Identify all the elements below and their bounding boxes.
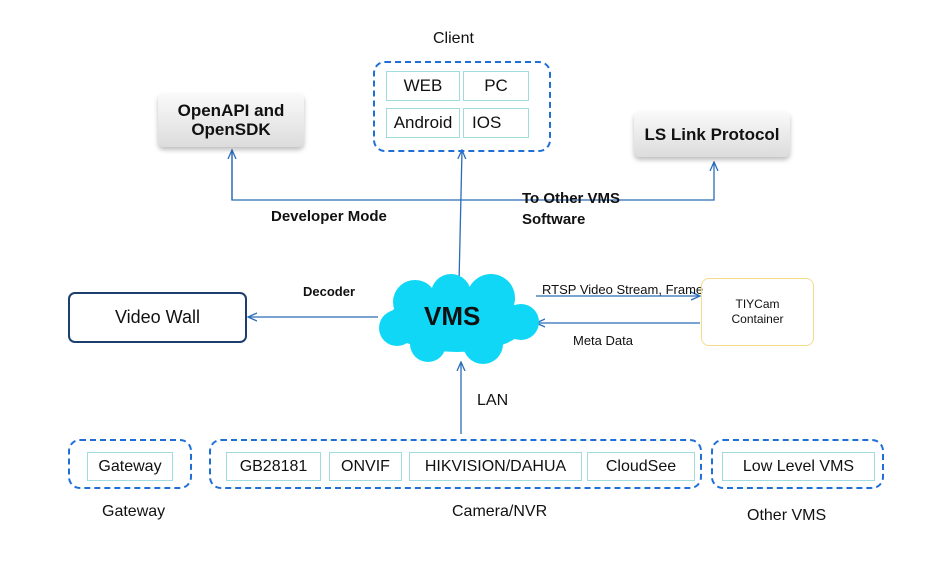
vms-to-client-arrow xyxy=(459,150,462,284)
client-pc: PC xyxy=(463,71,529,101)
vms-cloud xyxy=(379,274,539,364)
gateway-caption: Gateway xyxy=(102,503,166,520)
developer-mode-line xyxy=(231,150,714,201)
video-wall-box: Video Wall xyxy=(68,292,247,343)
camera-caption: Camera/NVR xyxy=(452,503,548,520)
client-android: Android xyxy=(386,108,460,138)
camera-cloudsee: CloudSee xyxy=(587,452,695,481)
gateway-item: Gateway xyxy=(87,452,173,481)
client-title: Client xyxy=(433,30,474,47)
camera-onvif: ONVIF xyxy=(329,452,402,481)
decoder-label: Decoder xyxy=(303,284,356,299)
developer-mode-label: Developer Mode xyxy=(271,208,387,225)
gateway-group: Gateway xyxy=(68,439,192,489)
client-web: WEB xyxy=(386,71,460,101)
camera-group: GB28181 ONVIF HIKVISION/DAHUA CloudSee xyxy=(209,439,702,489)
lan-label: LAN xyxy=(477,392,509,409)
rtsp-label: RTSP Video Stream, Frame xyxy=(542,282,704,297)
tiycam-container: TIYCam Container xyxy=(701,278,814,346)
video-wall-label: Video Wall xyxy=(114,307,201,327)
camera-gb28181: GB28181 xyxy=(226,452,321,481)
other-vms-caption: Other VMS xyxy=(747,507,827,524)
client-group: WEB PC Android IOS xyxy=(373,61,551,152)
meta-data-label: Meta Data xyxy=(573,333,633,348)
camera-hikvision-dahua: HIKVISION/DAHUA xyxy=(409,452,582,481)
to-other-vms-label: To Other VMS Software xyxy=(522,190,621,228)
openapi-box: OpenAPI and OpenSDK xyxy=(158,93,304,147)
low-level-vms-item: Low Level VMS xyxy=(722,452,875,481)
other-vms-group: Low Level VMS xyxy=(711,439,884,489)
ls-link-box: LS Link Protocol xyxy=(634,111,790,157)
client-ios: IOS xyxy=(463,108,529,138)
vms-label: VMS xyxy=(424,301,481,331)
